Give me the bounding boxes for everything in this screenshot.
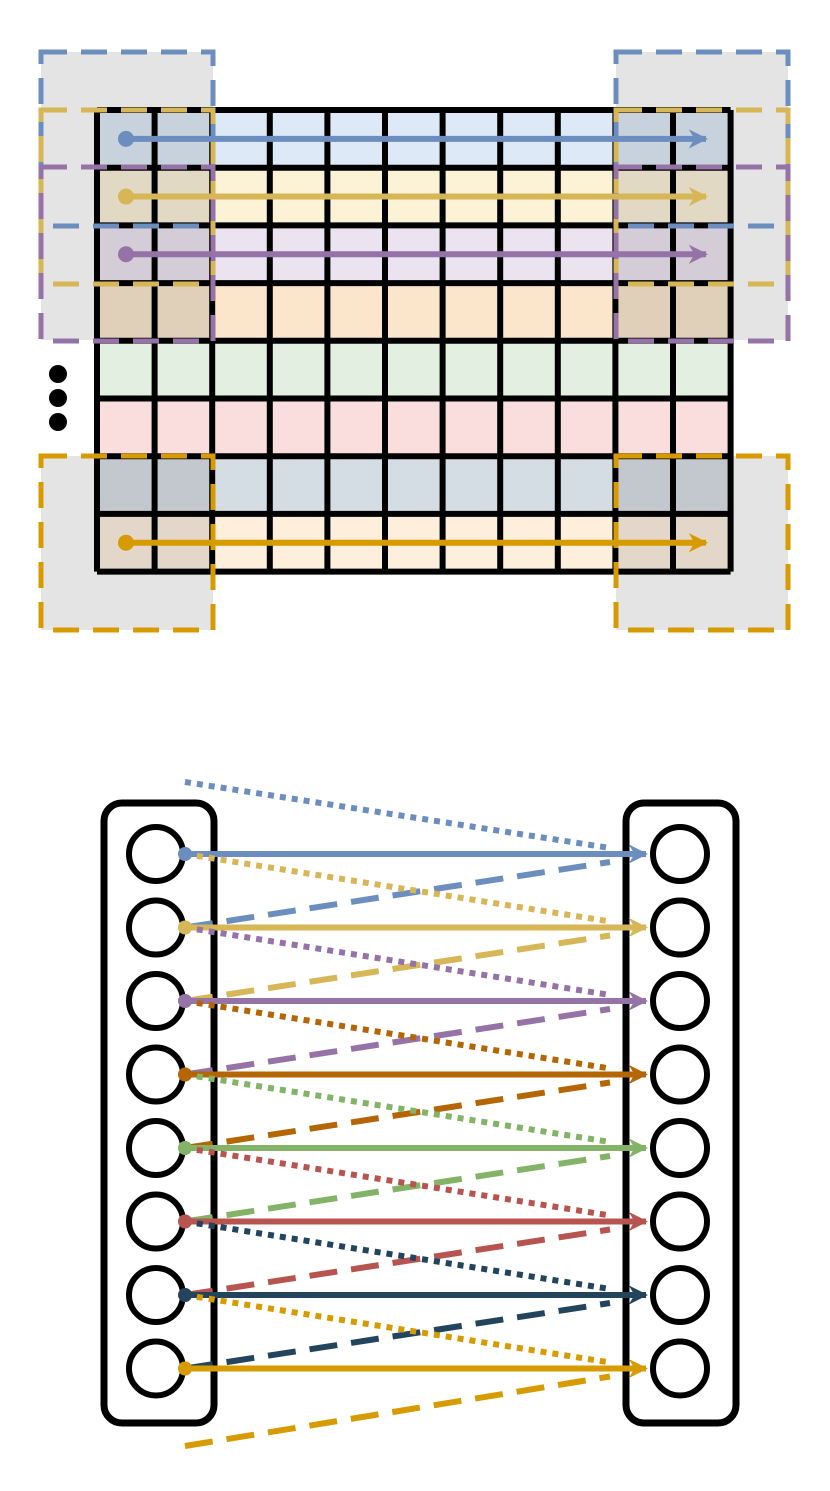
grid-cell [212,340,270,399]
grid-cell [269,283,328,341]
grid-cell [327,340,385,399]
grid-cell [673,398,731,457]
connection-start-dot [178,1214,192,1229]
row-arrow-start [118,246,134,263]
input-neuron [126,1044,186,1105]
grid-cell [673,283,731,341]
dashed-connection [184,859,611,931]
neuron-shift-network [100,779,740,1449]
ellipsis-dot [49,413,67,431]
grid-cell [154,340,213,399]
grid-cell [154,456,213,514]
grid-cell [442,398,501,457]
dashed-connection [184,1153,611,1225]
grid-cell [212,456,270,514]
grid-cell [327,398,385,457]
grid-cell [615,456,673,514]
input-neuron [126,971,186,1031]
output-neuron [650,971,710,1031]
grid-cell [442,340,501,399]
grid-cell [557,398,616,457]
grid-cell [212,283,270,341]
grid-cell [269,340,328,399]
grid-cell [557,283,616,341]
grid-cell [385,283,443,341]
row-arrow-start [118,534,134,551]
output-neuron [650,1044,710,1105]
dotted-connection [184,998,611,1072]
dotted-connection [184,779,611,851]
dotted-connection [184,1145,611,1219]
output-neuron [650,897,710,958]
grid-cell [442,283,501,341]
input-neuron [126,824,186,884]
dashed-connection [184,1226,611,1298]
grid-cell [385,398,443,457]
dashed-connection [184,1300,611,1372]
grid-cell [97,398,155,457]
grid-cell [442,456,501,514]
dotted-connection [184,851,611,925]
grid-cell [97,340,155,399]
grid-cell [269,398,328,457]
grid-cell [500,283,558,341]
output-neuron [650,1191,710,1252]
dotted-connection [184,1218,611,1292]
output-layer-box [622,799,740,1427]
grid-cell [327,283,385,341]
dotted-connection [184,924,611,998]
connection-start-dot [178,1067,192,1082]
grid-cell [500,398,558,457]
dashed-connection [184,932,611,1004]
grid-cell [673,456,731,514]
dotted-connection [184,1292,611,1366]
grid-cell [212,398,270,457]
dashed-connection [184,1373,611,1449]
dashed-connection [184,1006,611,1078]
grid-cell [557,456,616,514]
connection-start-dot [178,1288,192,1302]
input-neuron [126,1338,186,1399]
grid-cell [615,398,673,457]
grid-cell [154,283,213,341]
ellipsis-dot [49,365,67,383]
input-neuron [126,1191,186,1252]
input-neuron [126,1118,186,1178]
grid-cell [97,283,155,341]
cyclic-shift-grid [38,49,791,633]
connection-start-dot [178,847,192,861]
grid-cell [557,340,616,399]
grid-cell [615,340,673,399]
grid-cell [385,340,443,399]
input-neuron [126,897,186,958]
output-neuron [650,824,710,884]
grid-cell [500,340,558,399]
output-neuron [650,1265,710,1325]
ellipsis-dot [49,389,67,407]
grid-cell [327,456,385,514]
grid-cell [673,340,731,399]
dotted-connection [184,1071,611,1145]
input-layer-box [100,799,218,1427]
output-neuron [650,1338,710,1399]
grid-cell [385,456,443,514]
connection-start-dot [178,994,192,1008]
grid-cell [269,456,328,514]
row-arrow-start [118,188,134,205]
grid-cell [500,456,558,514]
connection-start-dot [178,920,192,935]
grid-cell [154,398,213,457]
grid-cell [97,456,155,514]
connection-start-dot [178,1141,192,1155]
input-neuron [126,1265,186,1325]
connection-start-dot [178,1361,192,1376]
dashed-connection [184,1079,611,1151]
grid-cell [615,283,673,341]
output-neuron [650,1118,710,1178]
row-arrow-start [118,130,134,147]
